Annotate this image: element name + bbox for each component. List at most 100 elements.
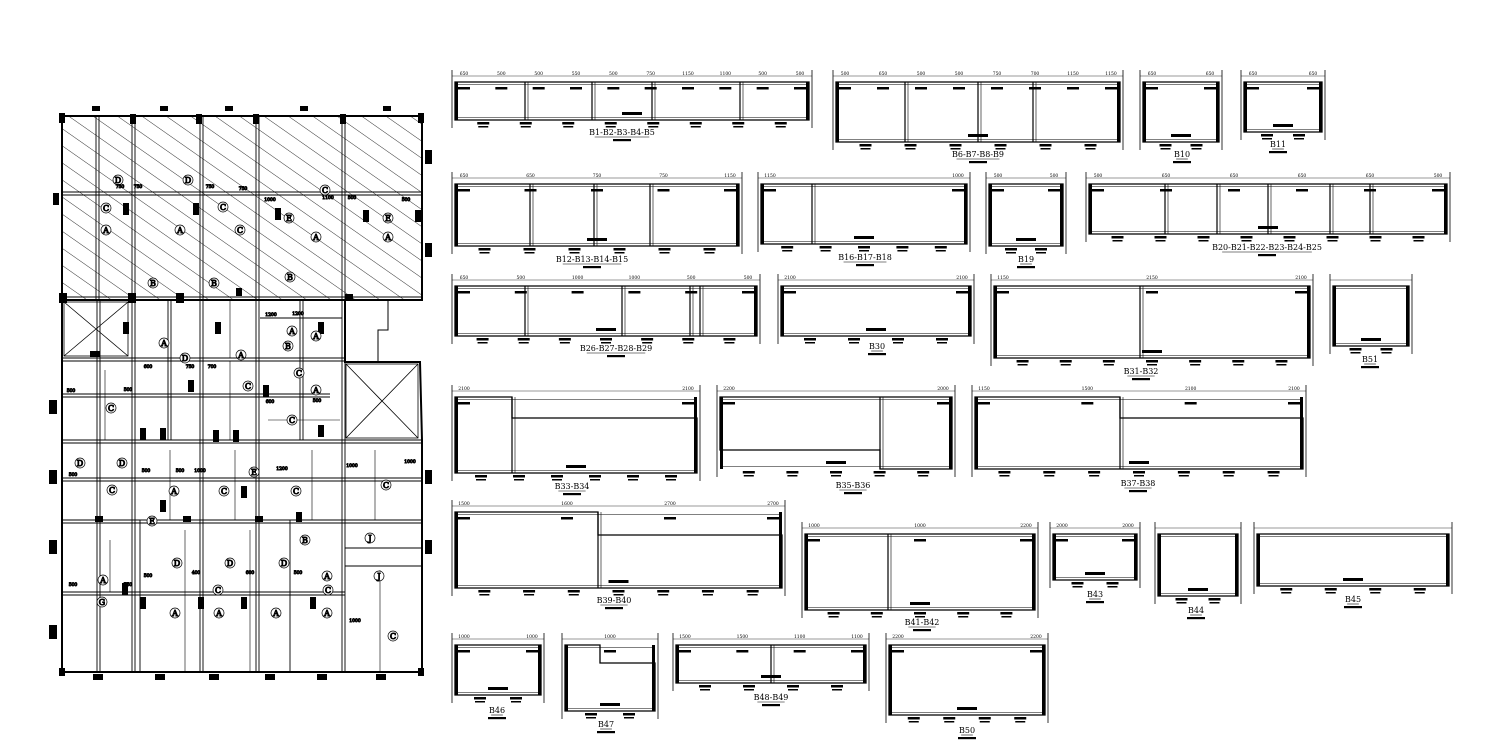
- beam-marker-letter: G: [99, 598, 105, 607]
- beam-marker: A: [235, 349, 247, 361]
- stirrup-mark: [786, 471, 799, 474]
- plan-dimension-text: 500: [313, 398, 322, 404]
- beam-outline: [454, 511, 783, 589]
- top-bar-mark: [1288, 402, 1300, 405]
- hatched-slab: [62, 116, 422, 300]
- midspan-bar-mark: [587, 238, 607, 241]
- stirrup-mark: [477, 122, 490, 125]
- stirrup-mark: [1044, 475, 1055, 477]
- top-bar-mark: [808, 539, 820, 542]
- scale-note-mark: [1187, 617, 1205, 620]
- beam-label: B47: [598, 720, 614, 729]
- beam-label: B10: [1174, 150, 1190, 159]
- top-bar-mark: [953, 87, 965, 90]
- beam-marker: C: [218, 485, 230, 497]
- beam-label: B31-B32: [1124, 367, 1159, 376]
- dimension-text: 1100: [720, 71, 732, 77]
- beam-marker: A: [168, 485, 180, 497]
- top-bar-mark: [742, 291, 754, 294]
- stirrup-mark: [733, 126, 744, 128]
- stirrup-mark: [600, 338, 612, 341]
- stirrup-mark: [874, 475, 885, 477]
- beam-label: B35-B36: [836, 481, 871, 490]
- stirrup-mark: [658, 594, 669, 596]
- stirrup-mark: [613, 594, 624, 596]
- stirrup-mark: [743, 475, 754, 477]
- beam-marker: D: [182, 174, 194, 186]
- stirrup-mark: [1412, 236, 1425, 239]
- beam-outline: [804, 533, 1036, 611]
- top-bar-mark: [1364, 189, 1376, 192]
- stirrup-mark: [743, 685, 755, 688]
- end-support-block: [1032, 534, 1035, 610]
- end-support-block: [1042, 645, 1045, 715]
- stirrup-mark: [628, 479, 638, 481]
- beam-elevation: B51: [1329, 274, 1413, 369]
- top-bar-mark: [915, 87, 927, 90]
- beam-marker: C: [105, 402, 117, 414]
- midspan-bar-mark: [1343, 578, 1363, 581]
- stirrup-mark: [774, 122, 787, 125]
- beam-marker-circle: [387, 630, 399, 642]
- beam-marker-letter: A: [323, 572, 330, 581]
- stirrup-mark: [1103, 364, 1114, 366]
- stirrup-mark: [1208, 598, 1221, 601]
- beam-label: B39-B40: [597, 596, 632, 605]
- stirrup-mark: [479, 252, 490, 254]
- stirrup-mark: [1036, 252, 1046, 254]
- stirrup-mark: [1267, 471, 1280, 474]
- beam-marker-letter: C: [390, 632, 396, 641]
- top-bar-mark: [978, 402, 990, 405]
- scale-note-mark: [1132, 378, 1150, 381]
- stirrup-mark: [957, 612, 970, 615]
- stirrup-mark: [1261, 134, 1273, 137]
- dimension-text: 1500: [679, 634, 691, 640]
- beam-marker: A: [310, 330, 322, 342]
- stirrup-mark: [478, 590, 491, 593]
- beam-marker-letter: C: [293, 487, 299, 496]
- stirrup-mark: [658, 248, 671, 251]
- top-bar-mark: [644, 87, 657, 90]
- end-support-block: [1446, 534, 1449, 586]
- beam-marker: C: [234, 224, 246, 236]
- beam-marker-circle: [218, 485, 230, 497]
- end-support-block: [805, 534, 808, 610]
- stirrup-mark: [1133, 471, 1145, 474]
- stirrup-mark: [831, 685, 843, 688]
- beam-marker: J: [364, 532, 376, 544]
- plan-dimension-text: 500: [67, 388, 76, 394]
- beam-marker-circle: [278, 557, 290, 569]
- scale-note-mark: [1017, 266, 1035, 269]
- beam-marker-letter: D: [174, 559, 180, 568]
- dimension-text: 650: [460, 173, 469, 179]
- top-bar-mark: [794, 87, 806, 90]
- beam-marker: C: [380, 479, 392, 491]
- top-bar-mark: [628, 291, 641, 294]
- stirrup-mark: [517, 338, 530, 341]
- midspan-bar-mark: [957, 707, 977, 710]
- stirrup-mark: [475, 475, 487, 478]
- beam-marker: B: [147, 277, 159, 289]
- plan-dimension-text: 700: [208, 364, 217, 370]
- stirrup-mark: [747, 594, 758, 596]
- top-bar-mark: [1228, 189, 1240, 192]
- beam-marker-circle: [182, 174, 194, 186]
- scale-note-mark: [1344, 606, 1362, 609]
- midspan-bar-mark: [854, 236, 874, 239]
- dimension-text: 500: [1094, 173, 1103, 179]
- scale-note-mark: [762, 704, 780, 707]
- stirrup-mark: [1014, 717, 1027, 720]
- stirrup-mark: [514, 479, 524, 481]
- plan-dimension-text: 1200: [276, 466, 288, 472]
- stirrup-mark: [1197, 236, 1210, 239]
- dimension-text: 650: [1298, 173, 1307, 179]
- end-support-block: [455, 512, 458, 588]
- scale-note-mark: [488, 717, 506, 720]
- stirrup-mark: [782, 250, 793, 252]
- beam-outline: [760, 183, 968, 245]
- stirrup-mark: [1159, 144, 1172, 147]
- stirrup-mark: [905, 148, 916, 150]
- beam-marker-circle: [382, 231, 394, 243]
